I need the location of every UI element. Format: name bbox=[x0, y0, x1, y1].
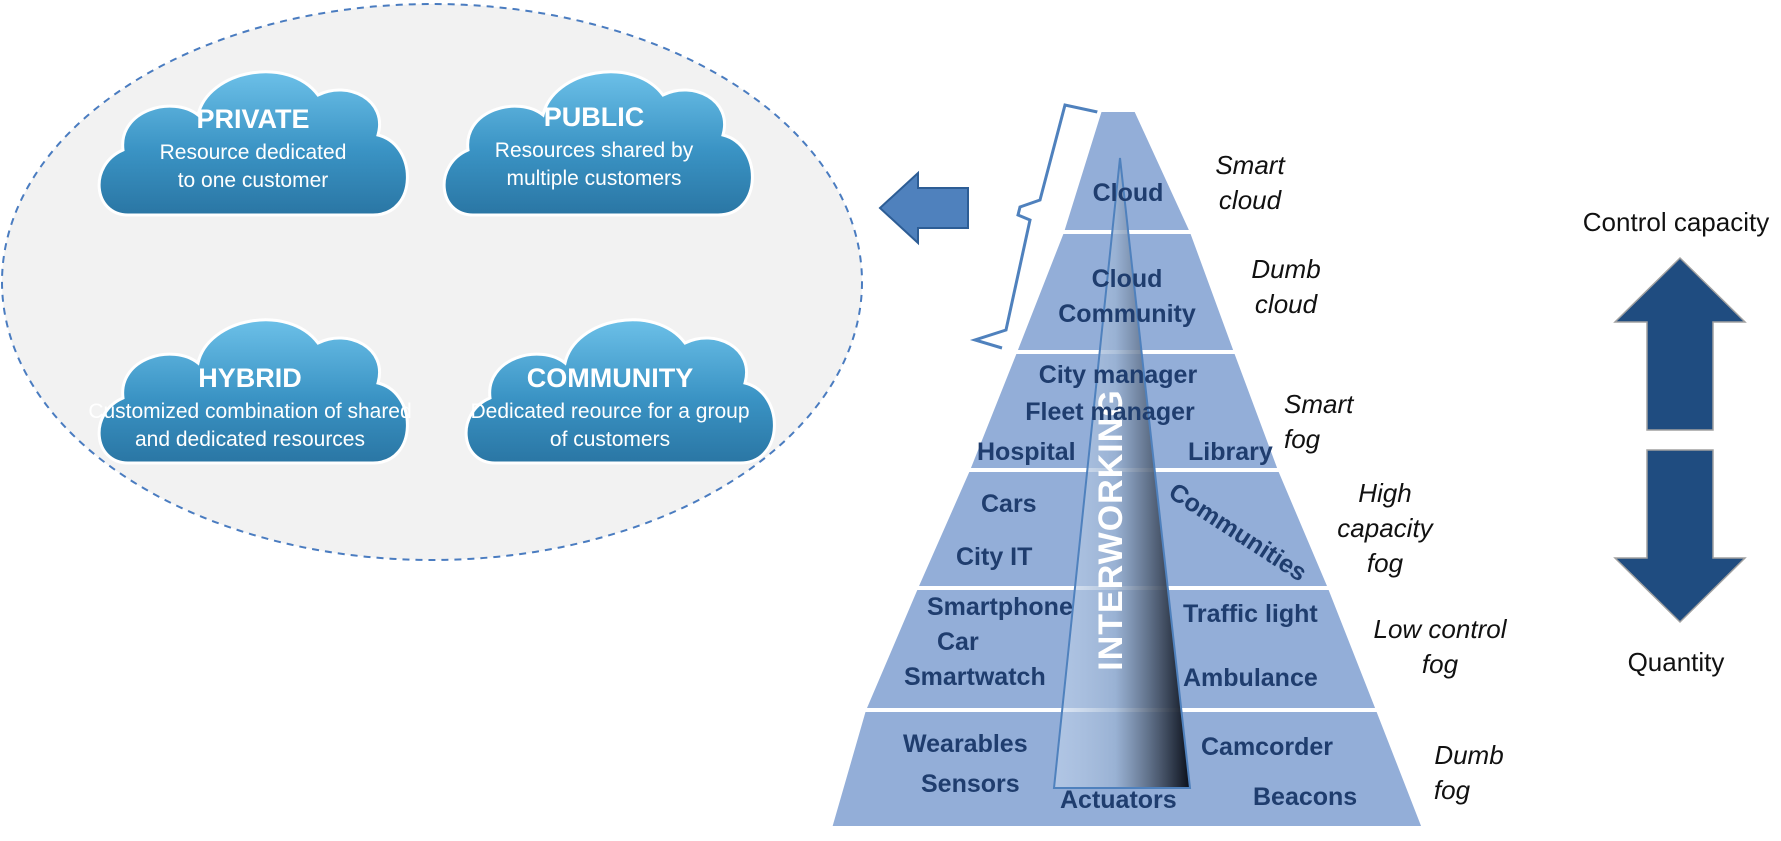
tier-smart-cloud-2: cloud bbox=[1219, 185, 1283, 215]
tier-dumb-cloud-2: cloud bbox=[1255, 289, 1319, 319]
tier-low-control-fog-2: fog bbox=[1422, 649, 1459, 679]
down-arrow-icon bbox=[1613, 449, 1747, 624]
layer5-left1: Smartphone bbox=[927, 593, 1073, 621]
cloud-community-line1: Dedicated reource for a group bbox=[471, 400, 750, 423]
cloud-private-line1: Resource dedicated bbox=[160, 141, 347, 164]
tier-high-capacity-fog-1: High bbox=[1358, 478, 1411, 508]
control-quantity-axis: Control capacity Quantity bbox=[1583, 207, 1769, 677]
layer4-left1: Cars bbox=[981, 490, 1037, 518]
tier-smart-cloud-1: Smart bbox=[1215, 150, 1286, 180]
cloud-hybrid-line1: Customized combination of shared bbox=[88, 400, 411, 423]
layer6-mid: Actuators bbox=[1060, 786, 1177, 814]
cloud-community-line2: of customers bbox=[550, 428, 670, 451]
layer6-right1: Camcorder bbox=[1201, 733, 1333, 761]
layer6-right2: Beacons bbox=[1253, 783, 1357, 811]
pyramid-labels: Cloud Cloud Community City manager Fleet… bbox=[903, 179, 1357, 814]
interworking-label: INTERWORKING bbox=[1092, 389, 1130, 670]
control-capacity-label: Control capacity bbox=[1583, 207, 1769, 237]
cloud-hybrid-title: HYBRID bbox=[198, 363, 302, 393]
layer3-label2: Fleet manager bbox=[1025, 398, 1195, 426]
dashed-ellipse bbox=[1, 3, 863, 561]
tier-high-capacity-fog-3: fog bbox=[1367, 548, 1404, 578]
layer5-left3: Smartwatch bbox=[904, 663, 1046, 691]
tier-dumb-cloud-1: Dumb bbox=[1251, 254, 1320, 284]
cloud-private-line2: to one customer bbox=[178, 169, 329, 192]
layer3-label1: City manager bbox=[1039, 361, 1198, 389]
tier-dumb-fog-2: fog bbox=[1434, 775, 1471, 805]
layer2-label2: Community bbox=[1058, 300, 1196, 328]
tier-dumb-fog-1: Dumb bbox=[1434, 740, 1503, 770]
layer6-left2: Sensors bbox=[921, 770, 1020, 798]
layer1-label: Cloud bbox=[1093, 179, 1164, 207]
layer2-label1: Cloud bbox=[1092, 265, 1163, 293]
up-arrow-icon bbox=[1613, 256, 1747, 431]
tier-labels: Smart cloud Dumb cloud Smart fog High ca… bbox=[1215, 150, 1507, 805]
layer4-left2: City IT bbox=[956, 543, 1032, 571]
cloud-hybrid: HYBRID Customized combination of shared … bbox=[88, 318, 412, 465]
cloud-community-title: COMMUNITY bbox=[527, 363, 693, 393]
interworking-triangle bbox=[1052, 157, 1192, 789]
tier-smart-fog-2: fog bbox=[1284, 424, 1321, 454]
cloud-models-panel: PRIVATE Resource dedicated to one custom… bbox=[1, 3, 863, 561]
cloud-public-line2: multiple customers bbox=[506, 167, 681, 190]
layer5-right2: Ambulance bbox=[1183, 664, 1318, 692]
tier-high-capacity-fog-2: capacity bbox=[1337, 513, 1434, 543]
cloud-private-title: PRIVATE bbox=[196, 104, 309, 134]
layer5-left2: Car bbox=[937, 628, 979, 656]
cloud-community: COMMUNITY Dedicated reource for a group … bbox=[464, 318, 776, 465]
cloud-public-title: PUBLIC bbox=[544, 102, 645, 132]
cloud-public-line1: Resources shared by bbox=[495, 139, 694, 162]
brace-bracket bbox=[969, 103, 1103, 350]
layer3-left: Hospital bbox=[977, 438, 1076, 466]
layer6-left1: Wearables bbox=[903, 730, 1028, 758]
quantity-label: Quantity bbox=[1628, 647, 1725, 677]
left-arrow-icon bbox=[878, 170, 969, 246]
cloud-hybrid-line2: and dedicated resources bbox=[135, 428, 365, 451]
layer5-right1: Traffic light bbox=[1183, 600, 1318, 628]
layer3-right: Library bbox=[1188, 438, 1273, 466]
tier-smart-fog-1: Smart bbox=[1284, 389, 1355, 419]
cloud-public: PUBLIC Resources shared by multiple cust… bbox=[442, 70, 754, 217]
cloud-private: PRIVATE Resource dedicated to one custom… bbox=[97, 70, 409, 217]
tier-low-control-fog-1: Low control bbox=[1374, 614, 1508, 644]
